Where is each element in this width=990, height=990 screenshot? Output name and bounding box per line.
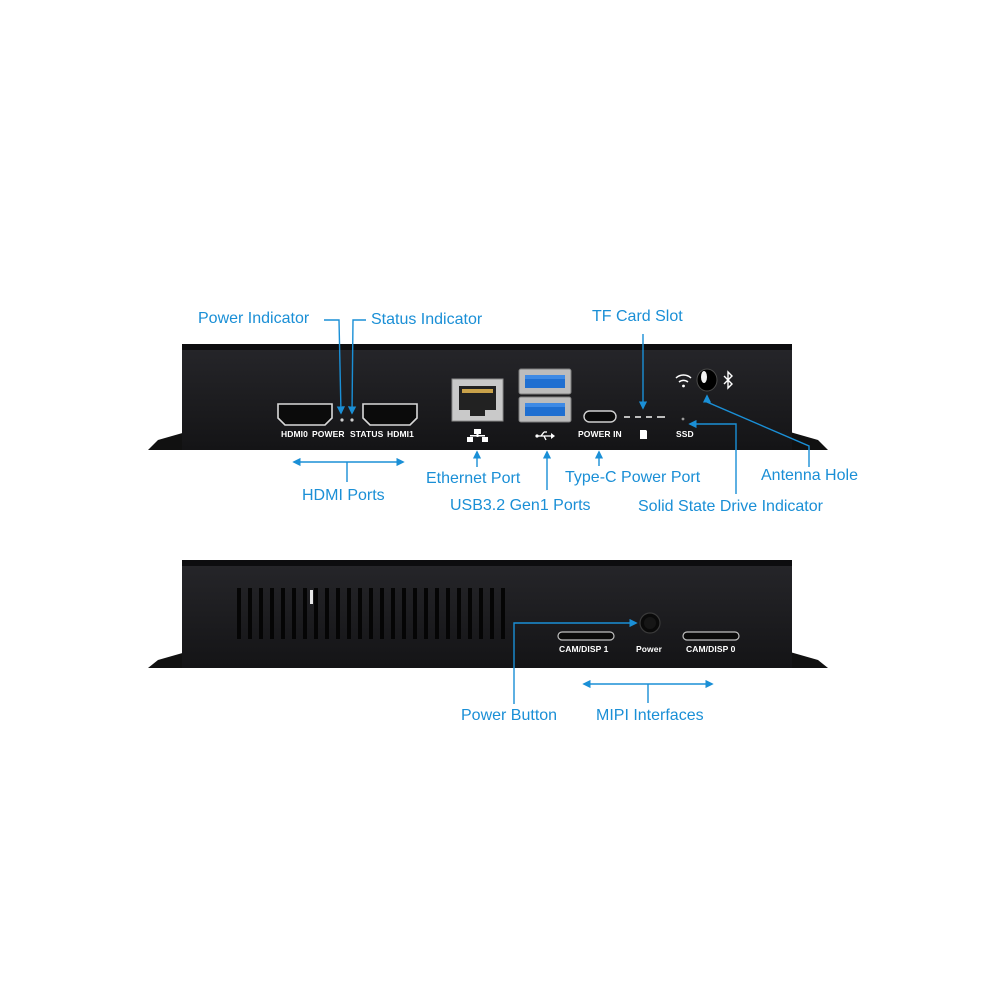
front-top-edge <box>182 344 792 350</box>
leader-lines <box>292 319 810 704</box>
mounting-flange-back-right <box>790 652 828 668</box>
status-led <box>350 418 354 422</box>
callout-hdmi-ports: HDMI Ports <box>302 487 385 504</box>
silk-power-in: POWER IN <box>578 429 622 439</box>
callout-power-button: Power Button <box>461 707 558 724</box>
hdmi1-port <box>362 403 418 426</box>
silk-status: STATUS <box>350 429 384 439</box>
silk-cam-disp-1: CAM/DISP 1 <box>559 644 609 654</box>
antenna-leader <box>702 394 810 467</box>
cam-disp-1-connector <box>557 631 615 641</box>
front-panel <box>148 344 828 450</box>
sd-card-icon <box>640 430 647 439</box>
callout-usb-ports: USB3.2 Gen1 Ports <box>450 497 591 514</box>
callout-mipi-interfaces: MIPI Interfaces <box>596 707 704 724</box>
callout-ethernet-port: Ethernet Port <box>426 470 521 487</box>
ssd-leader <box>688 419 737 494</box>
power-button-leader <box>513 618 638 704</box>
cam-disp-0-connector <box>682 631 740 641</box>
wifi-icon <box>675 374 692 388</box>
silk-power-button: Power <box>636 644 663 654</box>
mounting-flange-back-left <box>148 652 186 668</box>
usb-icon <box>535 431 555 441</box>
callout-antenna-hole: Antenna Hole <box>761 467 858 484</box>
mounting-flange-right <box>790 432 828 450</box>
silk-power: POWER <box>312 429 345 439</box>
callout-ssd-indicator: Solid State Drive Indicator <box>638 498 823 515</box>
power-led <box>340 418 344 422</box>
silk-hdmi0: HDMI0 <box>281 429 308 439</box>
callout-power-indicator: Power Indicator <box>198 310 310 327</box>
silk-ssd: SSD <box>676 429 694 439</box>
mounting-flange-left <box>148 432 186 450</box>
hdmi0-port <box>277 403 333 426</box>
callout-status-indicator: Status Indicator <box>371 311 483 328</box>
callout-tf-card-slot: TF Card Slot <box>592 308 683 325</box>
silk-cam-disp-0: CAM/DISP 0 <box>686 644 736 654</box>
ssd-led <box>681 417 685 421</box>
power-indicator-leader <box>324 319 346 415</box>
callout-type-c-power: Type-C Power Port <box>565 469 701 486</box>
vent-grille <box>237 588 505 639</box>
bluetooth-icon <box>723 370 733 390</box>
silk-hdmi1: HDMI1 <box>387 429 414 439</box>
antenna-hole <box>696 368 718 392</box>
status-indicator-leader <box>347 319 366 415</box>
ethernet-icon <box>467 429 488 442</box>
tf-card-slot <box>624 416 665 418</box>
type-c-port <box>583 410 617 423</box>
back-panel <box>148 560 828 668</box>
